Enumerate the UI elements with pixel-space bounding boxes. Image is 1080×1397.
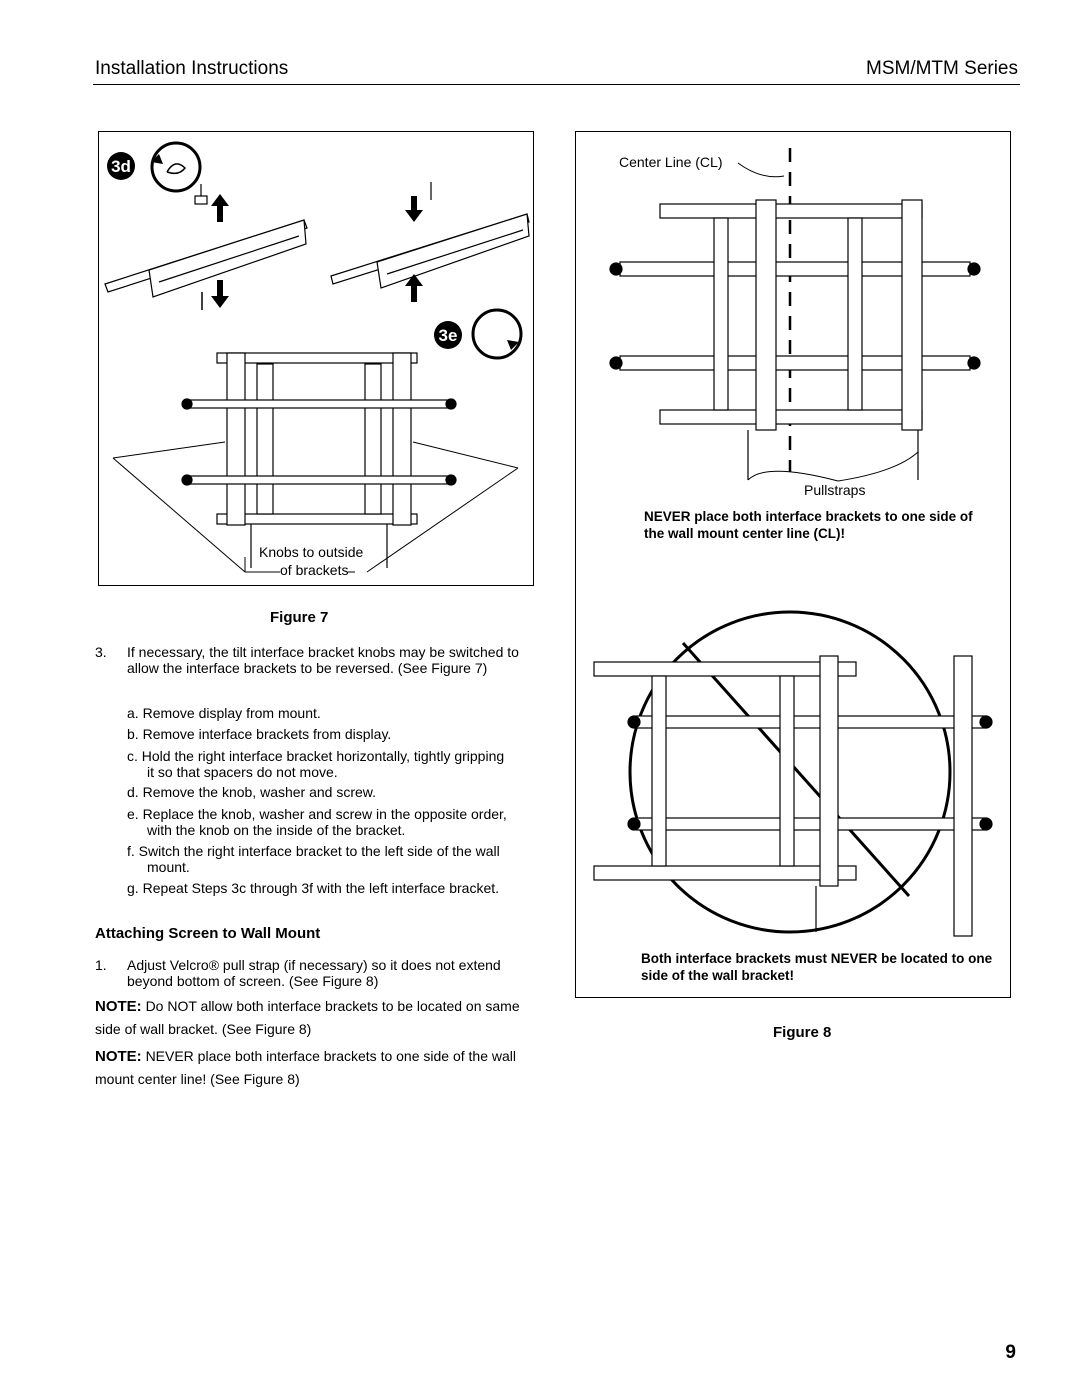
step-3-text: If necessary, the tilt interface bracket… <box>127 644 519 676</box>
prohibited-slash-icon <box>681 642 911 897</box>
substep-c: c. Hold the right interface bracket hori… <box>127 748 505 780</box>
substep-e: e. Replace the knob, washer and screw in… <box>127 806 507 838</box>
figure-8-illustration <box>593 148 993 937</box>
note-2: NOTE: NEVER place both interface bracket… <box>95 1048 516 1087</box>
arrow-down-icon <box>405 196 423 222</box>
pullstraps-label: Pullstraps <box>804 482 866 498</box>
note-1: NOTE: Do NOT allow both interface bracke… <box>95 998 520 1037</box>
wall-mount-correct <box>609 199 981 480</box>
step-3d-badge: 3d <box>111 157 131 176</box>
arrow-down-icon <box>211 280 229 308</box>
wall-mount-front <box>181 352 457 568</box>
section-step-1-text: Adjust Velcro® pull strap (if necessary)… <box>127 957 501 989</box>
figure-7-illustration: 3d <box>104 141 530 573</box>
header-title: Installation Instructions <box>95 58 289 79</box>
step-3e-badge: 3e <box>439 326 458 345</box>
arrow-up-icon <box>211 194 229 222</box>
figure-8-panel: Center Line (CL) Pullstraps NEVER place … <box>575 131 1011 998</box>
center-line-label: Center Line (CL) <box>619 154 723 170</box>
figure-7-panel: 3d <box>98 131 534 586</box>
header-series: MSM/MTM Series <box>866 58 1018 79</box>
step-3-number: 3. <box>95 644 107 660</box>
rotate-ccw-icon <box>150 141 202 193</box>
wall-mount-incorrect <box>593 655 993 937</box>
substep-g: g. Repeat Steps 3c through 3f with the l… <box>127 880 500 896</box>
warning-center-line: NEVER place both interface brackets to o… <box>644 509 973 541</box>
substep-d: d. Remove the knob, washer and screw. <box>127 784 377 800</box>
rotate-cw-icon <box>471 308 523 360</box>
substep-a: a. Remove display from mount. <box>127 705 321 721</box>
header-rule <box>93 84 1020 85</box>
knobs-callout-line1: Knobs to outside <box>259 544 364 560</box>
section-step-1-number: 1. <box>95 957 107 973</box>
substep-b: b. Remove interface brackets from displa… <box>127 726 392 742</box>
section-heading: Attaching Screen to Wall Mount <box>95 925 321 942</box>
figure-8-caption: Figure 8 <box>773 1024 832 1041</box>
warning-wall-bracket: Both interface brackets must NEVER be lo… <box>641 951 993 983</box>
bracket-right-assembly <box>330 182 530 289</box>
figure-7-caption: Figure 7 <box>270 609 329 626</box>
substep-f: f. Switch the right interface bracket to… <box>127 843 500 875</box>
knobs-callout-line2: of brackets <box>280 562 349 578</box>
page-number: 9 <box>1005 1342 1016 1363</box>
arrow-up-icon <box>405 274 423 302</box>
prohibited-circle-icon <box>628 610 952 934</box>
bracket-left-assembly <box>104 184 308 298</box>
